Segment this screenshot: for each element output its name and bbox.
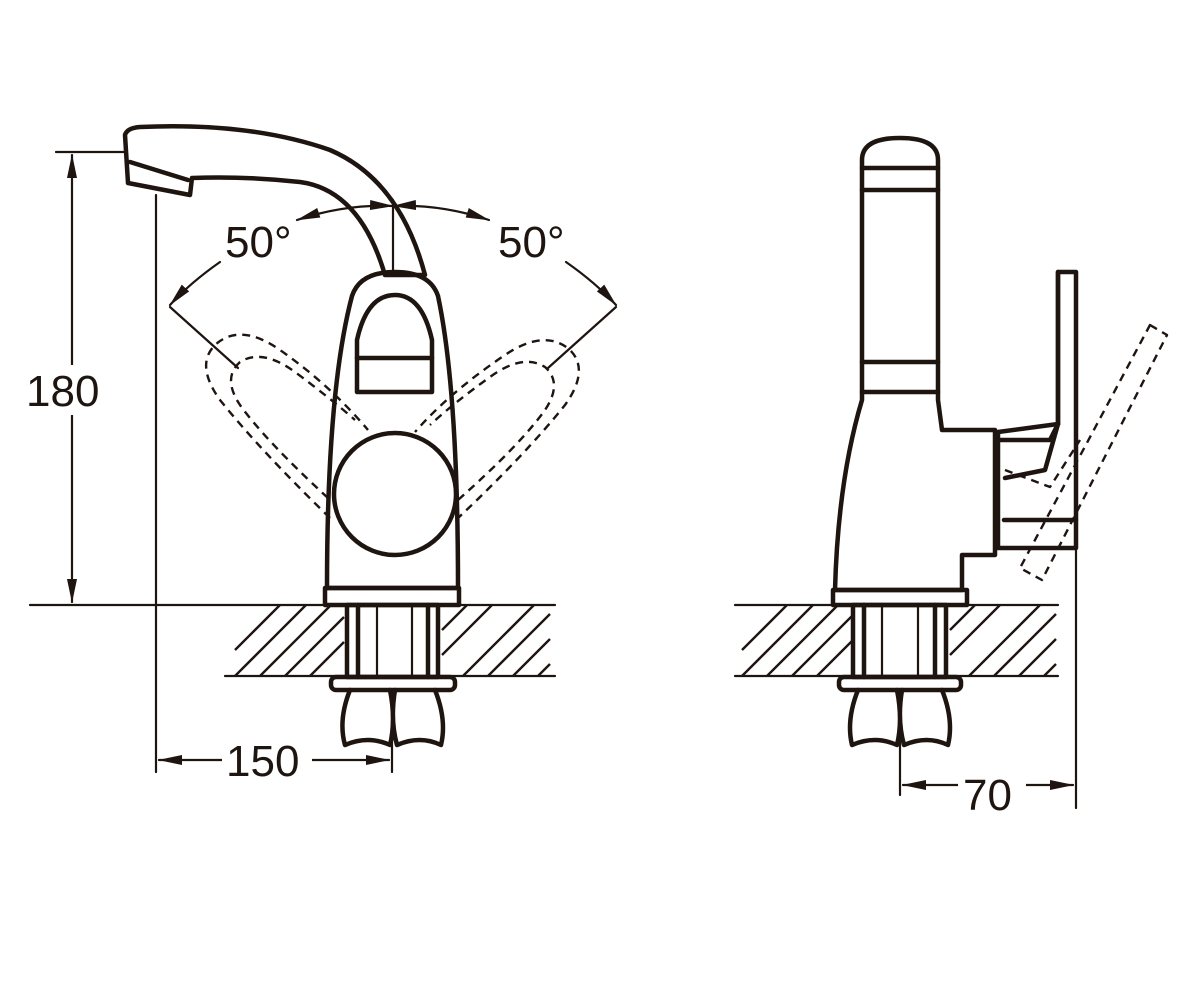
- side-lever: [995, 269, 1079, 551]
- front-shank: [344, 602, 441, 680]
- side-view: 70: [733, 135, 1169, 820]
- front-angle-arrow-right: [564, 260, 618, 307]
- front-angle-arrow-left: [168, 260, 222, 307]
- side-counter-hatch: [741, 604, 1057, 677]
- front-spout: [122, 123, 428, 278]
- front-body: [324, 269, 461, 591]
- front-angle-arc-right: [391, 200, 491, 222]
- front-body-cutout: [354, 292, 435, 395]
- depth-label: 70: [963, 771, 1012, 820]
- side-spout: [832, 135, 998, 593]
- front-base-flange: [322, 585, 462, 608]
- side-lever-swing: [1018, 323, 1169, 582]
- side-shank: [850, 602, 949, 680]
- front-handle-swing-right: [414, 338, 581, 521]
- reach-label: 150: [226, 737, 299, 786]
- height-label: 180: [26, 367, 99, 416]
- front-handle-swing-left: [204, 333, 369, 519]
- angle-left-label: 50°: [225, 218, 292, 267]
- front-view: 50° 50° 180 150: [22, 123, 618, 786]
- front-counter-hatch: [234, 604, 551, 677]
- front-angle-arc-left: [295, 200, 395, 222]
- angle-right-label: 50°: [498, 218, 565, 267]
- front-handle: [331, 430, 459, 558]
